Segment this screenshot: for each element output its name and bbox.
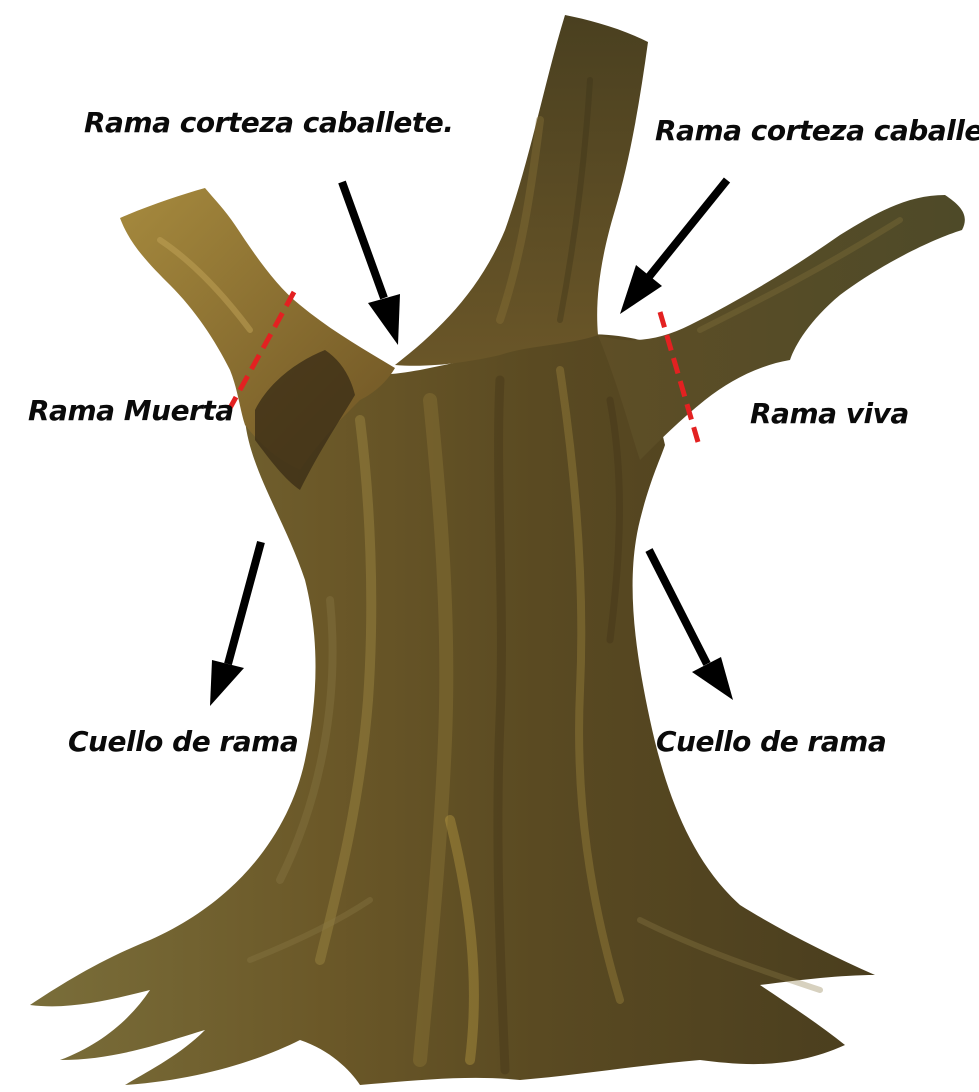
label-bark-ridge-right: Rama corteza caballete. (655, 114, 979, 147)
arrow-collar-right (649, 550, 733, 700)
label-live-branch: Rama viva (750, 397, 909, 430)
arrow-bark-ridge-right (620, 180, 727, 314)
center-stem (395, 15, 648, 366)
label-dead-branch: Rama Muerta (28, 394, 234, 427)
arrow-collar-left (210, 542, 261, 706)
label-branch-collar-left: Cuello de rama (68, 725, 298, 758)
label-branch-collar-right: Cuello de rama (656, 725, 886, 758)
arrow-bark-ridge-left (342, 182, 400, 345)
label-bark-ridge-left: Rama corteza caballete. (84, 106, 453, 139)
